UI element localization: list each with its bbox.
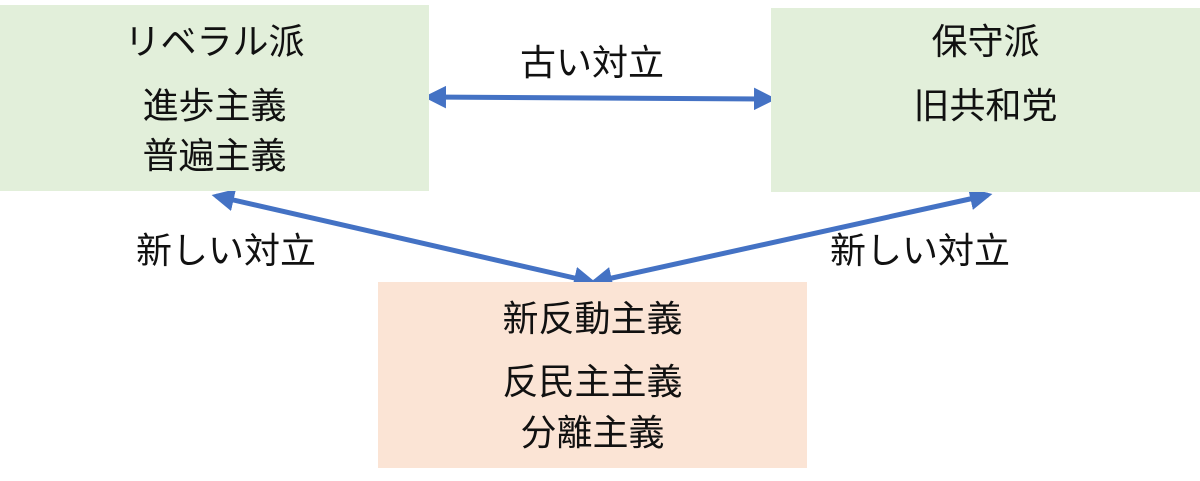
new-conflict-right-arrow-icon bbox=[589, 187, 993, 290]
conservative-line-1: 旧共和党 bbox=[913, 86, 1058, 127]
new-node-line-2: 反民主主義 bbox=[502, 362, 683, 403]
new-conflict-right-label: 新しい対立 bbox=[830, 231, 1011, 272]
liberal-node: リベラル派 進歩主義 普遍主義 bbox=[0, 5, 429, 191]
liberal-line-2: 普遍主義 bbox=[142, 136, 287, 177]
liberal-line-1: 進歩主義 bbox=[142, 86, 287, 127]
new-conflict-left-label: 新しい対立 bbox=[136, 231, 317, 272]
new-reactionary-node: 新反動主義 反民主主義 分離主義 bbox=[378, 282, 807, 468]
conservative-node: 保守派 旧共和党 bbox=[771, 8, 1200, 192]
new-node-line-3: 分離主義 bbox=[520, 413, 665, 454]
liberal-title: リベラル派 bbox=[124, 22, 305, 63]
new-conflict-left-arrow-icon bbox=[211, 189, 597, 289]
conservative-title: 保守派 bbox=[931, 22, 1040, 63]
old-conflict-label: 古い対立 bbox=[520, 43, 665, 84]
old-conflict-arrow-icon bbox=[423, 85, 777, 111]
new-node-line-1: 新反動主義 bbox=[502, 299, 683, 340]
